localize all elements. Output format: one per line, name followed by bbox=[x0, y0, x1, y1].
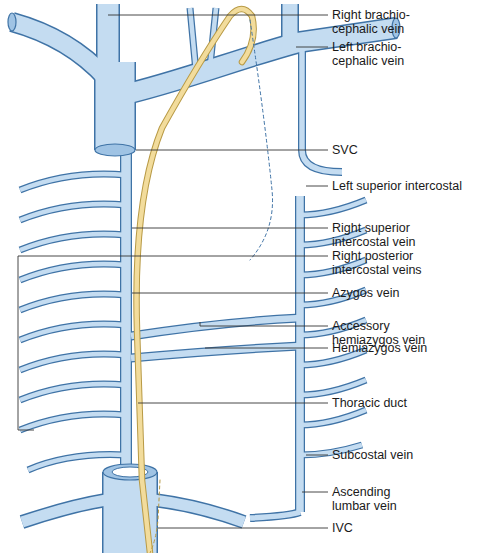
anatomy-label: SVC bbox=[332, 143, 492, 157]
bracket-line bbox=[18, 256, 328, 430]
leader-line bbox=[306, 455, 328, 456]
anatomy-label: Right brachio-cephalic vein bbox=[332, 8, 442, 36]
anatomy-label: Hemiazygos vein bbox=[332, 341, 492, 355]
anatomy-label: Right superior intercostal vein bbox=[332, 221, 437, 249]
leader-line bbox=[205, 348, 328, 349]
anatomy-label: Thoracic duct bbox=[332, 396, 492, 410]
anatomy-label: Subcostal vein bbox=[332, 448, 492, 462]
anatomy-label: Ascending lumbar vein bbox=[332, 485, 422, 513]
leader-line bbox=[158, 528, 328, 529]
leader-line bbox=[138, 403, 328, 404]
leader-line bbox=[108, 15, 328, 16]
anatomy-label: Left brachio-cephalic vein bbox=[332, 40, 432, 68]
leader-line bbox=[132, 293, 328, 294]
leader-line bbox=[200, 322, 328, 326]
leader-line bbox=[306, 186, 328, 187]
leader-line bbox=[136, 150, 328, 151]
anatomy-label: IVC bbox=[332, 521, 492, 535]
leader-line bbox=[296, 47, 328, 48]
anatomy-label: Azygos vein bbox=[332, 286, 492, 300]
anatomy-label: Left superior intercostal bbox=[332, 179, 497, 193]
anatomy-label: Right posterior intercostal veins bbox=[332, 249, 437, 277]
leader-line bbox=[132, 228, 328, 229]
leader-line bbox=[302, 492, 328, 493]
